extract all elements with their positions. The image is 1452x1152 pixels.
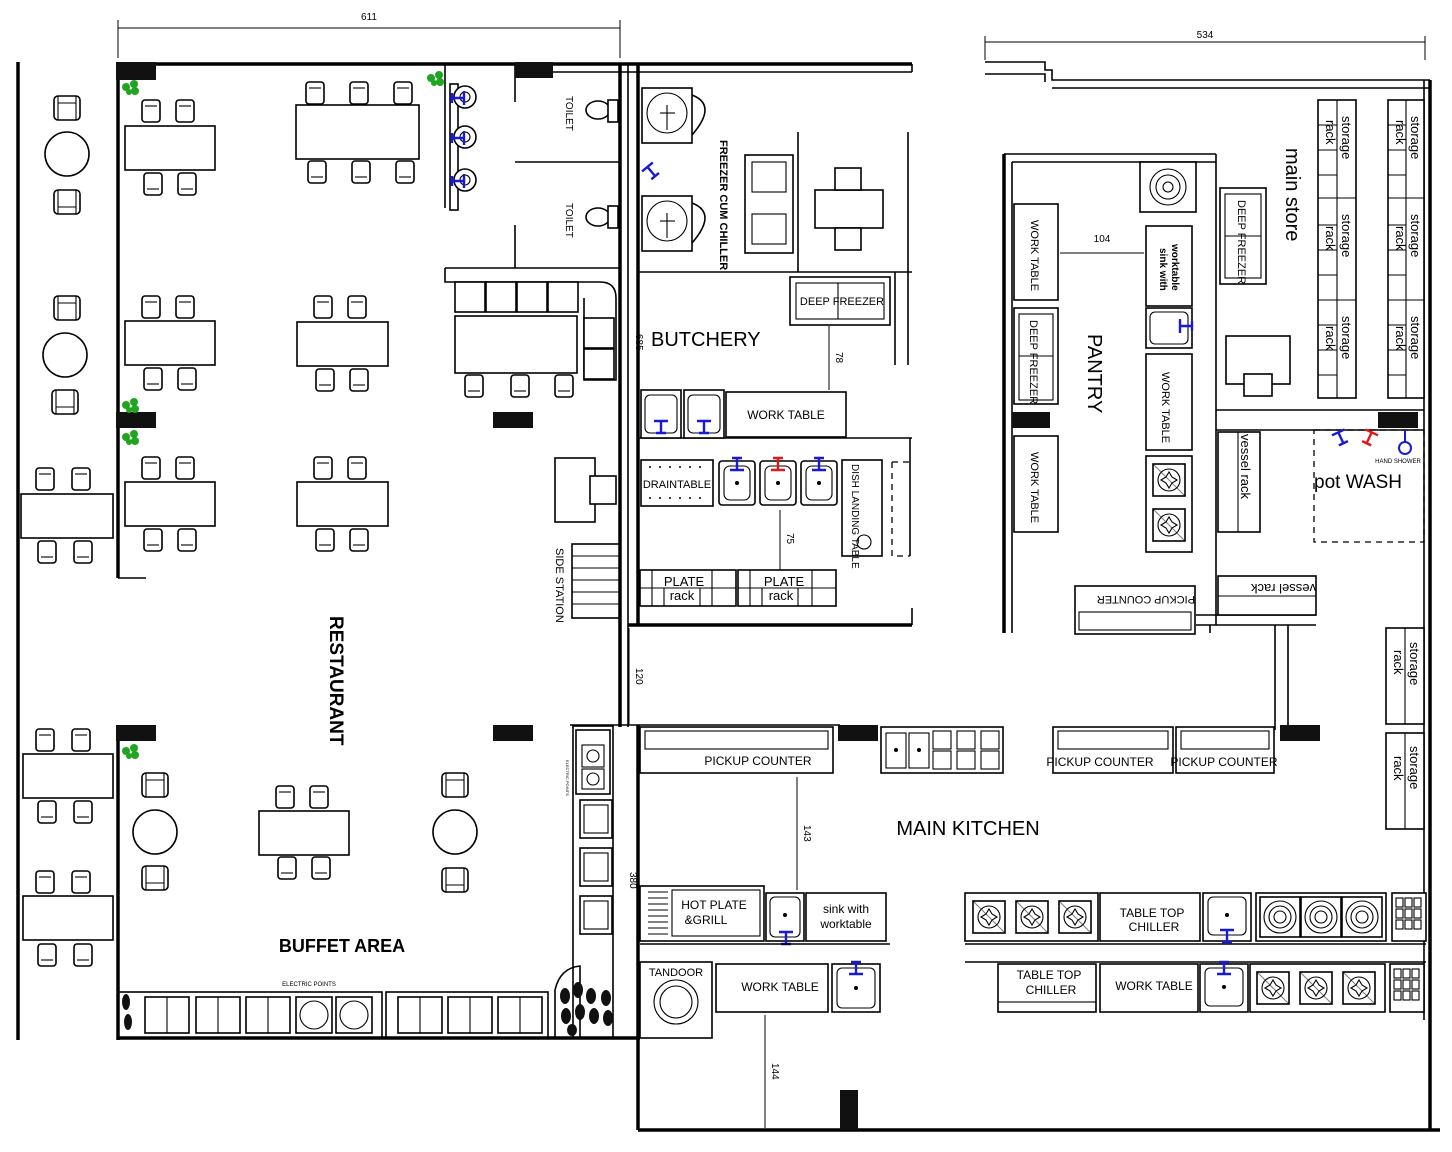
work-table-main-1: WORK TABLE	[741, 980, 819, 994]
storage-rack-5a: storage	[1408, 214, 1423, 257]
dim-120: 120	[633, 668, 644, 685]
storage-rack-1a: storage	[1339, 116, 1354, 159]
table-top-chiller-1a: TABLE TOP	[1120, 906, 1185, 920]
vessel-rack-2: vessel rack	[1250, 581, 1316, 596]
electric-points-buffet: ELECTRIC POINTS	[282, 982, 336, 988]
toilet-label-1: TOILET	[563, 96, 574, 131]
work-table-butchery: WORK TABLE	[747, 408, 825, 422]
storage-rack-7a: storage	[1407, 642, 1422, 685]
storage-rack-8a: storage	[1407, 746, 1422, 789]
work-table-pantry-3: WORK TABLE	[1159, 372, 1171, 443]
buffet-area-label: BUFFET AREA	[279, 936, 405, 956]
plant-icon	[122, 80, 139, 95]
vessel-rack-1: vessel rack	[1238, 434, 1253, 500]
dimension-lines: 611 534 104 78 685 75 120 143 380 144	[117, 12, 1426, 1128]
side-station-label: SIDE STATION	[553, 548, 565, 623]
storage-rack-6a: storage	[1408, 316, 1423, 359]
pickup-counter-main-2: PICKUP COUNTER	[1046, 755, 1153, 769]
dim-104: 104	[1094, 234, 1111, 245]
storage-rack-4a: storage	[1408, 116, 1423, 159]
electric-points-side: ELECTRIC POINTS	[565, 760, 570, 796]
pantry-label: PANTRY	[1083, 334, 1105, 413]
table-top-chiller-2a: TABLE TOP	[1017, 968, 1082, 982]
plate-rack-1-top: PLATE	[664, 574, 705, 589]
butchery-equipment: FREEZER CUM CHILLER DEEP FREEZER BUTCHER…	[639, 87, 891, 607]
main-kitchen-label: MAIN KITCHEN	[896, 818, 1039, 840]
dim-78: 78	[833, 352, 844, 364]
table-top-chiller-2b: CHILLER	[1026, 983, 1077, 997]
toilet-label-2: TOILET	[563, 203, 574, 238]
sink-with-pantry: sink with	[1157, 248, 1168, 291]
main-store-label: main store	[1281, 148, 1303, 241]
work-table-main-2: WORK TABLE	[1115, 979, 1193, 993]
plant-icon	[122, 398, 139, 413]
storage-rack-6b: rack	[1393, 326, 1408, 351]
hand-shower-icon	[1398, 430, 1412, 455]
hand-shower-label: HAND SHOWER	[1375, 459, 1421, 465]
dim-611: 611	[361, 12, 377, 23]
worktable-main: worktable	[819, 917, 872, 931]
storage-rack-2b: rack	[1323, 226, 1338, 251]
pickup-counter-main-3: PICKUP COUNTER	[1170, 755, 1277, 769]
pickup-counter-main-1: PICKUP COUNTER	[704, 754, 811, 768]
freezer-chiller-label: FREEZER CUM CHILLER	[717, 140, 729, 270]
main-kitchen-equipment: ELECTRIC POINTS ELECTRIC POINTS PICKUP C…	[117, 725, 1427, 1039]
dim-534: 534	[1197, 30, 1214, 41]
plate-rack-1-bottom: rack	[670, 588, 695, 603]
grill-label: &GRILL	[685, 913, 728, 927]
plate-rack-2-top: PLATE	[764, 574, 805, 589]
pantry-equipment: WORK TABLE DEEP FREEZER WORK TABLE PANTR…	[1013, 161, 1197, 635]
restaurant-furniture	[20, 81, 621, 967]
tandoor-label: TANDOOR	[649, 967, 703, 979]
room-labels: RESTAURANT BUFFET AREA SIDE STATION	[279, 548, 565, 956]
toilet-fixtures: TOILET TOILET	[449, 83, 619, 238]
storage-rack-3b: rack	[1323, 326, 1338, 351]
storage-rack-2a: storage	[1339, 214, 1354, 257]
plate-rack-2-bottom: rack	[769, 588, 794, 603]
plant-icon	[427, 71, 444, 86]
pot-wash-label: pot WASH	[1314, 472, 1402, 493]
sink-with-main: sink with	[823, 902, 869, 916]
worktable-pantry: worktable	[1169, 243, 1180, 291]
dish-landing-label: DISH LANDING TABLE	[849, 464, 860, 569]
restaurant-label: RESTAURANT	[325, 616, 346, 746]
deep-freezer-store: DEEP FREEZER	[1235, 200, 1247, 284]
dim-380: 380	[627, 872, 638, 889]
kitchen-storage-racks: storage rack storage rack	[1385, 627, 1425, 830]
dim-75: 75	[784, 533, 795, 545]
plant-icon	[122, 744, 139, 759]
plant-icon	[122, 430, 139, 445]
deep-freezer-pantry: DEEP FREEZER	[1027, 320, 1039, 404]
pot-wash-area: vessel rack vessel rack HAND SHOWER pot …	[1217, 428, 1421, 616]
storage-rack-7b: rack	[1391, 650, 1406, 675]
storage-rack-3a: storage	[1339, 316, 1354, 359]
draintable-label: DRAINTABLE	[643, 479, 711, 491]
work-table-pantry-2: WORK TABLE	[1028, 452, 1040, 523]
storage-rack-1b: rack	[1323, 120, 1338, 145]
dim-144: 144	[769, 1063, 780, 1080]
pickup-counter-pantry: PICKUP COUNTER	[1097, 593, 1195, 605]
main-store-equipment: DEEP FREEZER main store storage rack sto…	[1219, 99, 1425, 399]
table-top-chiller-1b: CHILLER	[1129, 920, 1180, 934]
work-table-pantry-1: WORK TABLE	[1028, 220, 1040, 291]
butchery-label: BUTCHERY	[651, 329, 761, 351]
hot-plate-label: HOT PLATE	[681, 898, 747, 912]
storage-rack-5b: rack	[1393, 226, 1408, 251]
dim-685: 685	[633, 334, 644, 351]
columns	[116, 62, 1418, 1130]
storage-rack-8b: rack	[1391, 756, 1406, 781]
storage-rack-4b: rack	[1393, 120, 1408, 145]
deep-freezer-butchery: DEEP FREEZER	[800, 296, 884, 308]
dim-143: 143	[801, 825, 812, 842]
